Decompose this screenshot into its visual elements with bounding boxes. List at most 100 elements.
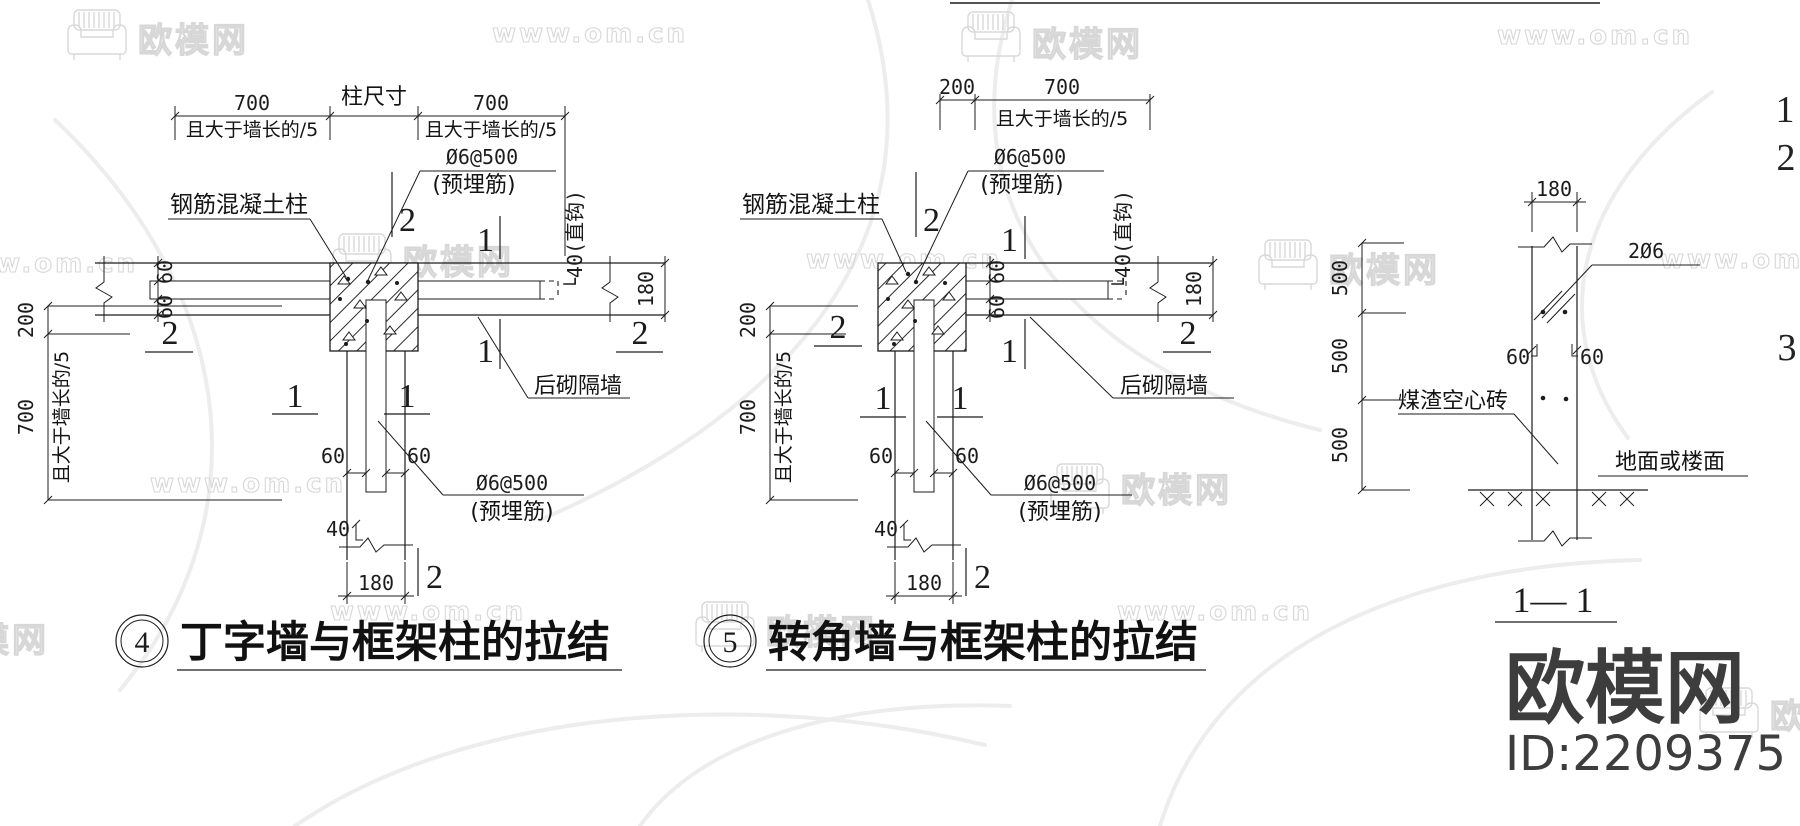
dim-700-right: 700 — [473, 91, 509, 115]
dim-60: 60 — [985, 295, 1009, 319]
watermark-brand: 欧模网 — [1032, 25, 1143, 65]
note-number-3: 3 — [1778, 327, 1797, 369]
section11-top-dim: 180 — [1524, 177, 1586, 232]
detail5-cover-dims-wall: 60 60 — [985, 256, 1009, 322]
column-size-label: 柱尺寸 — [341, 85, 407, 110]
section-mark-1: 1 — [875, 380, 892, 417]
detail-number: 4 — [135, 626, 150, 659]
rebar-spec: Ø6@500 — [994, 145, 1066, 169]
dim-40: 40 — [326, 517, 350, 541]
watermark-url: www.om.cn — [1497, 21, 1693, 51]
embedded-tie-bar-vertical — [913, 299, 935, 493]
sofa-watermark-icon — [1258, 239, 1318, 291]
section11-brick-label: 煤渣空心砖 — [1398, 389, 1559, 465]
watermark-brand: 欧模网 — [1329, 251, 1440, 291]
detail-number: 5 — [723, 626, 738, 659]
sofa-watermark-icon — [961, 11, 1021, 63]
detail5-vertical-wall — [887, 351, 961, 560]
detail4-left-dimensions: 200 700 且大于墙长的/5 — [14, 301, 282, 505]
detail5-bottom-thickness-dim: 180 — [886, 562, 962, 604]
detail4-vertical-wall — [339, 351, 413, 560]
section-mark-2: 2 — [830, 309, 847, 346]
dim-60: 60 — [153, 295, 177, 319]
dim-60: 60 — [1506, 345, 1530, 369]
infill-wall-label: 后砌隔墙 — [534, 374, 622, 399]
watermark-brand: 欧模网 — [1770, 697, 1800, 737]
margin-notes: 1 2 3 — [1776, 89, 1797, 369]
watermark-url: www.om.cn — [492, 19, 688, 49]
wall-length-note: 且大于墙长的/5 — [773, 351, 795, 484]
detail4-top-dimensions: 700 柱尺寸 700 且大于墙长的/5 且大于墙长的/5 — [170, 85, 570, 256]
dim-700: 700 — [736, 399, 760, 435]
wall-length-note: 且大于墙长的/5 — [51, 351, 73, 484]
section-mark-2: 2 — [632, 315, 649, 352]
dim-60: 60 — [955, 444, 979, 468]
detail4-section-marks: 2 2 2 2 1 1 1 1 — [145, 172, 663, 596]
hook-note: └40(直钩) — [563, 190, 587, 290]
detail4-infill-label: 后砌隔墙 — [477, 316, 630, 399]
section-mark-1: 1 — [287, 378, 304, 415]
dim-200: 200 — [14, 302, 38, 338]
detail5-wall-thickness-dim: 180 — [1182, 256, 1218, 322]
watermark-url: www.om.cn — [1660, 245, 1800, 275]
note-number-1: 1 — [1776, 89, 1795, 131]
watermark-curves — [53, 0, 1714, 826]
dim-60: 60 — [153, 260, 177, 284]
detail-4: 700 柱尺寸 700 且大于墙长的/5 且大于墙长的/5 200 700 且大… — [14, 85, 670, 671]
watermark-url: www.om.cn — [1117, 597, 1313, 627]
dim-200: 200 — [939, 75, 975, 99]
watermark-url: www.om.cn — [150, 469, 346, 499]
hook-note: └40(直钩) — [1111, 190, 1135, 290]
rebar-spec: Ø6@500 — [446, 145, 518, 169]
rebar-spec: Ø6@500 — [1024, 471, 1096, 495]
dim-180: 180 — [906, 571, 942, 595]
dim-60: 60 — [321, 444, 345, 468]
detail-5: 200 700 且大于墙长的/5 200 700 且大于墙长的/5 60 60 … — [703, 75, 1234, 671]
embedded-tie-bar-vertical — [365, 299, 387, 493]
dim-500: 500 — [1328, 260, 1352, 296]
watermark-brand: 欧模网 — [1121, 471, 1232, 511]
dim-700: 700 — [1044, 75, 1080, 99]
dim-40: 40 — [874, 517, 898, 541]
detail4-cover-dims-vwall: 60 60 40 — [321, 444, 431, 541]
dim-60: 60 — [407, 444, 431, 468]
brick-label: 煤渣空心砖 — [1398, 389, 1508, 414]
brand-id: ID:2209375 — [1505, 726, 1786, 782]
section-1-1: 180 500 500 500 2Ø6 60 60 — [1328, 177, 1748, 623]
dim-60: 60 — [869, 444, 893, 468]
detail5-title: 5 转角墙与框架柱的拉结 — [703, 614, 1206, 671]
brand-name: 欧模网 — [1505, 642, 1745, 735]
dim-500: 500 — [1328, 338, 1352, 374]
section-mark-2: 2 — [923, 202, 940, 239]
section-mark-2: 2 — [1180, 315, 1197, 352]
rebar-note: (预埋筋) — [1018, 500, 1101, 525]
watermark-url: www.om.cn — [0, 249, 138, 279]
section-mark-2: 2 — [162, 315, 179, 352]
column-label: 钢筋混凝土柱 — [742, 192, 880, 218]
section-mark-1: 1 — [477, 333, 494, 370]
section-mark-2: 2 — [974, 559, 991, 596]
section-mark-1: 1 — [1001, 222, 1018, 259]
rebar-note: (预埋筋) — [980, 173, 1063, 198]
wall-length-note: 且大于墙长的/5 — [996, 108, 1129, 130]
section11-wall — [1518, 236, 1592, 547]
dim-60: 60 — [1580, 345, 1604, 369]
section-mark-2: 2 — [399, 202, 416, 239]
watermark-brand: 欧模网 — [766, 613, 877, 653]
section-mark-1: 1 — [399, 378, 416, 415]
detail5-top-dimensions: 200 700 且大于墙长的/5 — [935, 75, 1155, 130]
detail5-embed-callout-top: Ø6@500 (预埋筋) — [913, 145, 1104, 285]
detail4-title: 4 丁字墙与框架柱的拉结 — [115, 614, 622, 671]
section11-title: 1— 1 — [1495, 580, 1617, 623]
detail5-column-label: 钢筋混凝土柱 — [740, 192, 911, 277]
watermark-brand: 欧模网 — [0, 621, 49, 661]
watermark-url: www.om.cn — [330, 597, 526, 627]
detail5-section-marks: 2 2 2 2 1 1 1 1 — [814, 172, 1211, 596]
wall-length-note-left: 且大于墙长的/5 — [186, 119, 319, 141]
section-mark-1: 1 — [477, 222, 494, 259]
note-number-2: 2 — [1777, 137, 1796, 179]
section-mark-2: 2 — [426, 559, 443, 596]
dim-60: 60 — [985, 260, 1009, 284]
sofa-watermark-icon — [67, 9, 127, 61]
